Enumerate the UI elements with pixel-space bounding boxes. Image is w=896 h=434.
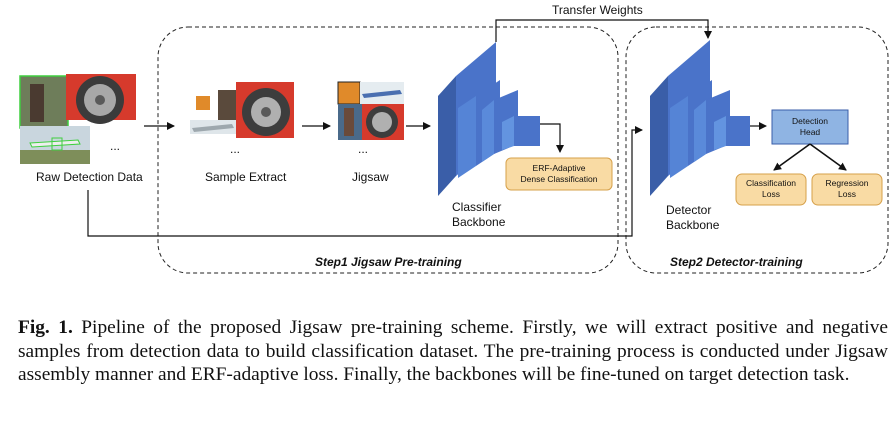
transfer-weights-arrow	[495, 19, 712, 42]
sample-extract-label: Sample Extract	[205, 170, 287, 184]
detector-label-line2: Backbone	[666, 218, 720, 232]
head-label-line1: Detection	[792, 116, 828, 126]
classifier-label-line2: Backbone	[452, 215, 506, 229]
erf-loss-box	[505, 157, 613, 191]
step1-region	[157, 26, 619, 274]
transfer-weights-label: Transfer Weights	[552, 3, 643, 17]
raw-data-label: Raw Detection Data	[36, 170, 143, 184]
figure-caption: Fig. 1. Pipeline of the proposed Jigsaw …	[18, 316, 888, 387]
jigsaw-label: Jigsaw	[352, 170, 389, 184]
raw-detection-images	[19, 74, 136, 164]
head-label-line2: Head	[800, 127, 821, 137]
sample-ellipsis: ...	[230, 142, 240, 156]
classifier-label-line1: Classifier	[452, 200, 501, 214]
jigsaw-images	[337, 81, 404, 140]
reg-label-line2: Loss	[838, 189, 856, 199]
erf-label-line1: ERF-Adaptive	[533, 163, 586, 173]
classifier-backbone	[438, 42, 540, 196]
cls-label-line1: Classification	[746, 178, 796, 188]
raw-to-detector-arrow	[87, 126, 643, 237]
detector-backbone	[650, 40, 750, 196]
raw-ellipsis: ...	[110, 139, 120, 153]
step2-label: Step2 Detector-training	[670, 255, 803, 269]
caption-text: Pipeline of the proposed Jigsaw pre-trai…	[18, 317, 888, 385]
sample-extract-images	[190, 82, 294, 138]
step2-region	[625, 26, 889, 274]
cls-label-line2: Loss	[762, 189, 780, 199]
erf-label-line2: Dense Classification	[520, 174, 597, 184]
step1-label: Step1 Jigsaw Pre-training	[315, 255, 462, 269]
jigsaw-ellipsis: ...	[358, 142, 368, 156]
reg-label-line1: Regression	[826, 178, 869, 188]
detector-label-line1: Detector	[666, 203, 711, 217]
detection-head-box	[771, 109, 849, 145]
regression-loss-box	[811, 173, 883, 206]
caption-prefix: Fig. 1.	[18, 317, 73, 338]
classification-loss-box	[735, 173, 807, 206]
pipeline-diagram: ... Raw Detection Data ... Sample Extrac…	[19, 3, 889, 274]
